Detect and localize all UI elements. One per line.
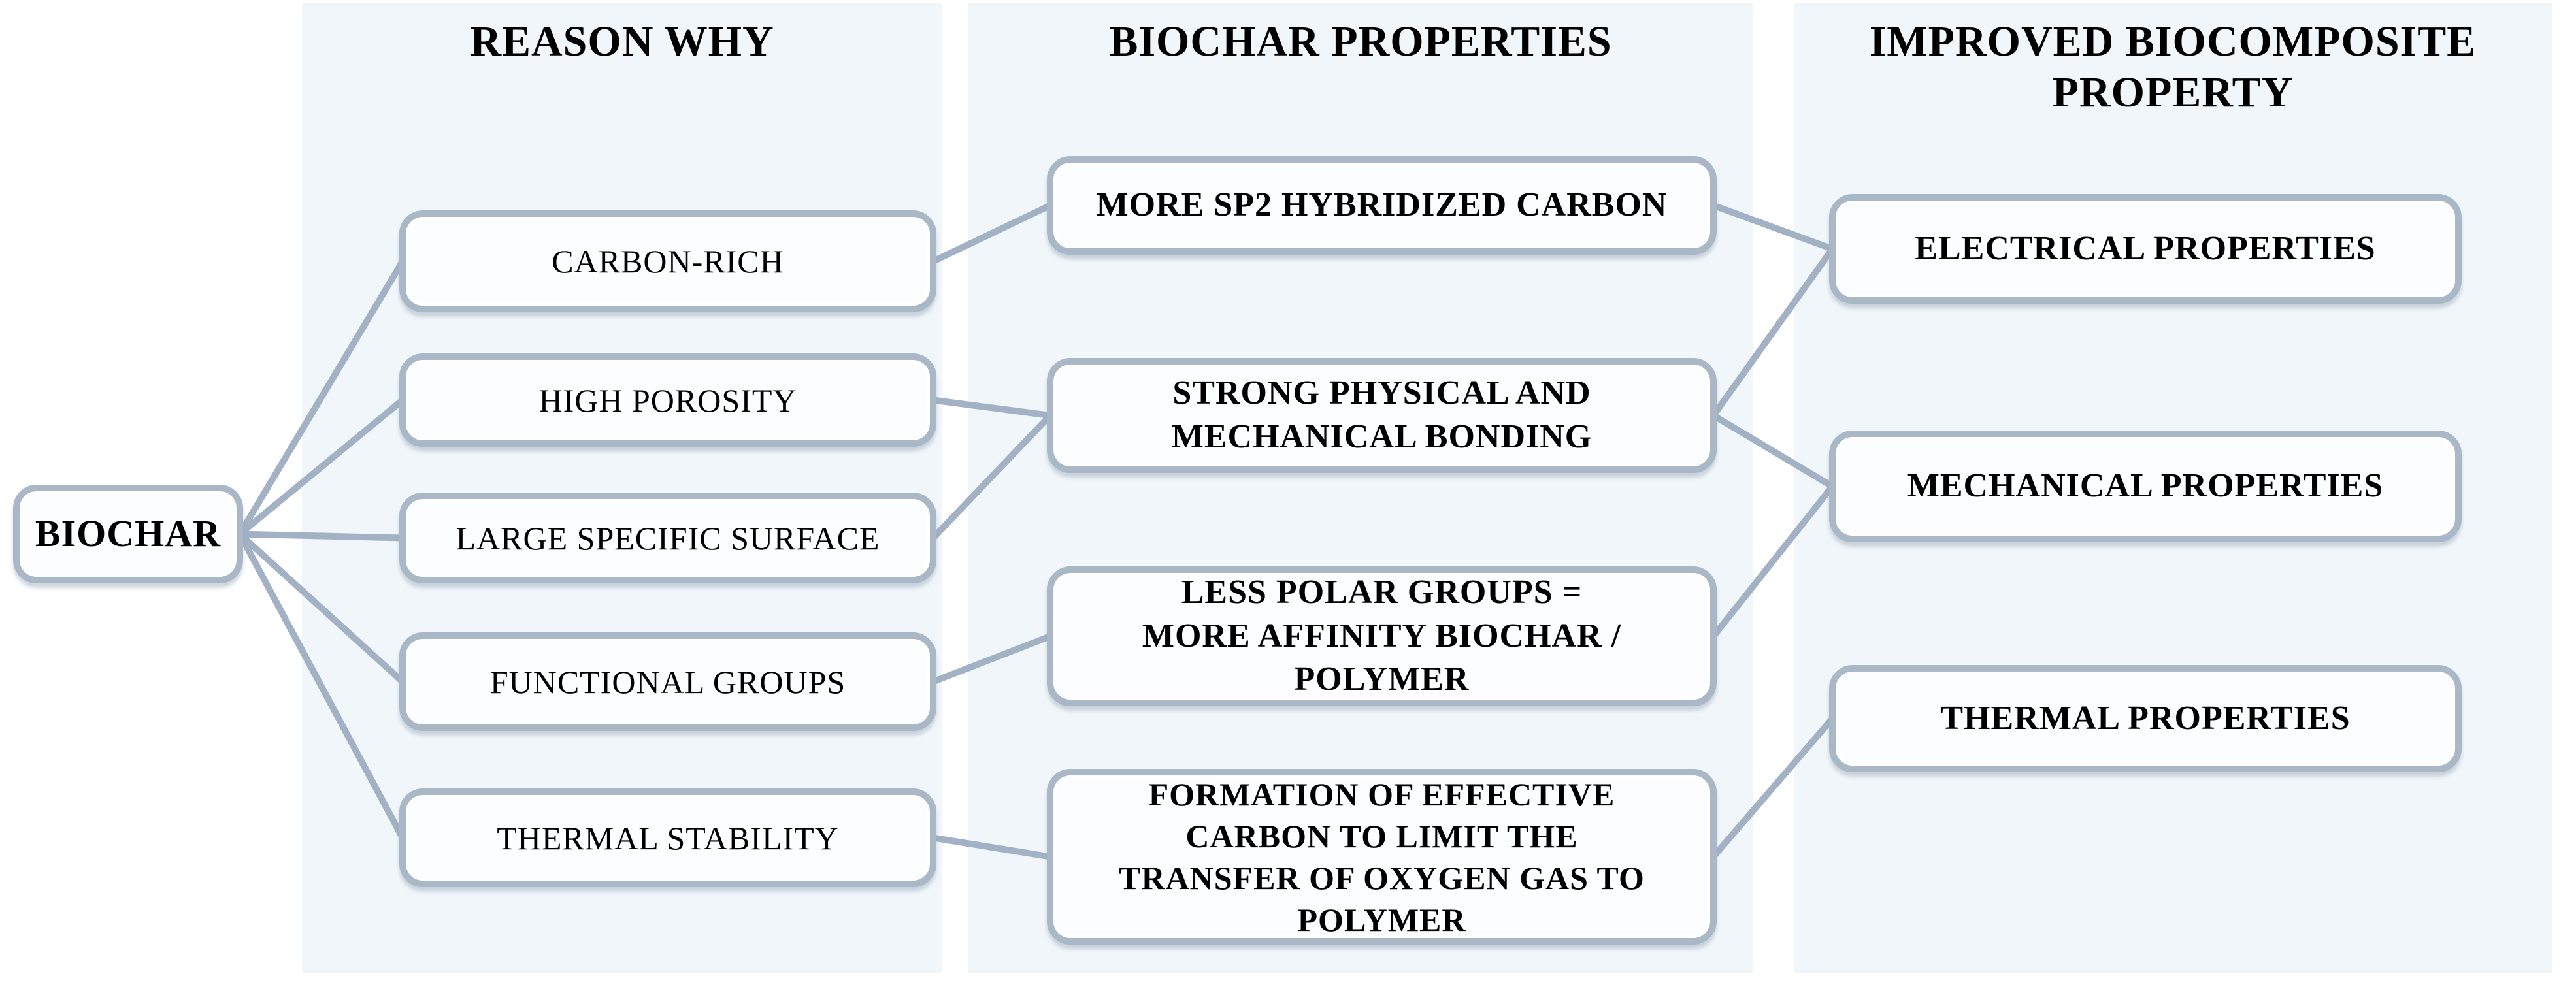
node-carbon-rich: CARBON-RICH [399,210,936,312]
column-header-improved-biocomposite-property: IMPROVED BIOCOMPOSITE PROPERTY [1869,18,2477,116]
column-header-biochar-properties: BIOCHAR PROPERTIES [1109,18,1612,65]
node-thermal-stability: THERMAL STABILITY [399,788,936,887]
node-high-porosity: HIGH POROSITY [399,353,936,447]
node-biochar: BIOCHAR [13,485,243,583]
node-more-sp2-hybridized-carbon: MORE SP2 HYBRIDIZED CARBON [1047,156,1717,255]
node-large-specific-surface: LARGE SPECIFIC SURFACE [399,493,936,583]
column-header-reason-why: REASON WHY [470,18,774,65]
node-less-polar-groups: LESS POLAR GROUPS = MORE AFFINITY BIOCHA… [1047,566,1717,706]
node-strong-bonding: STRONG PHYSICAL AND MECHANICAL BONDING [1047,358,1717,473]
node-formation-effective-carbon: FORMATION OF EFFECTIVE CARBON TO LIMIT T… [1047,769,1717,945]
node-mechanical-properties: MECHANICAL PROPERTIES [1829,431,2462,542]
node-thermal-properties: THERMAL PROPERTIES [1829,665,2462,772]
node-functional-groups: FUNCTIONAL GROUPS [399,632,936,731]
node-electrical-properties: ELECTRICAL PROPERTIES [1829,194,2462,304]
